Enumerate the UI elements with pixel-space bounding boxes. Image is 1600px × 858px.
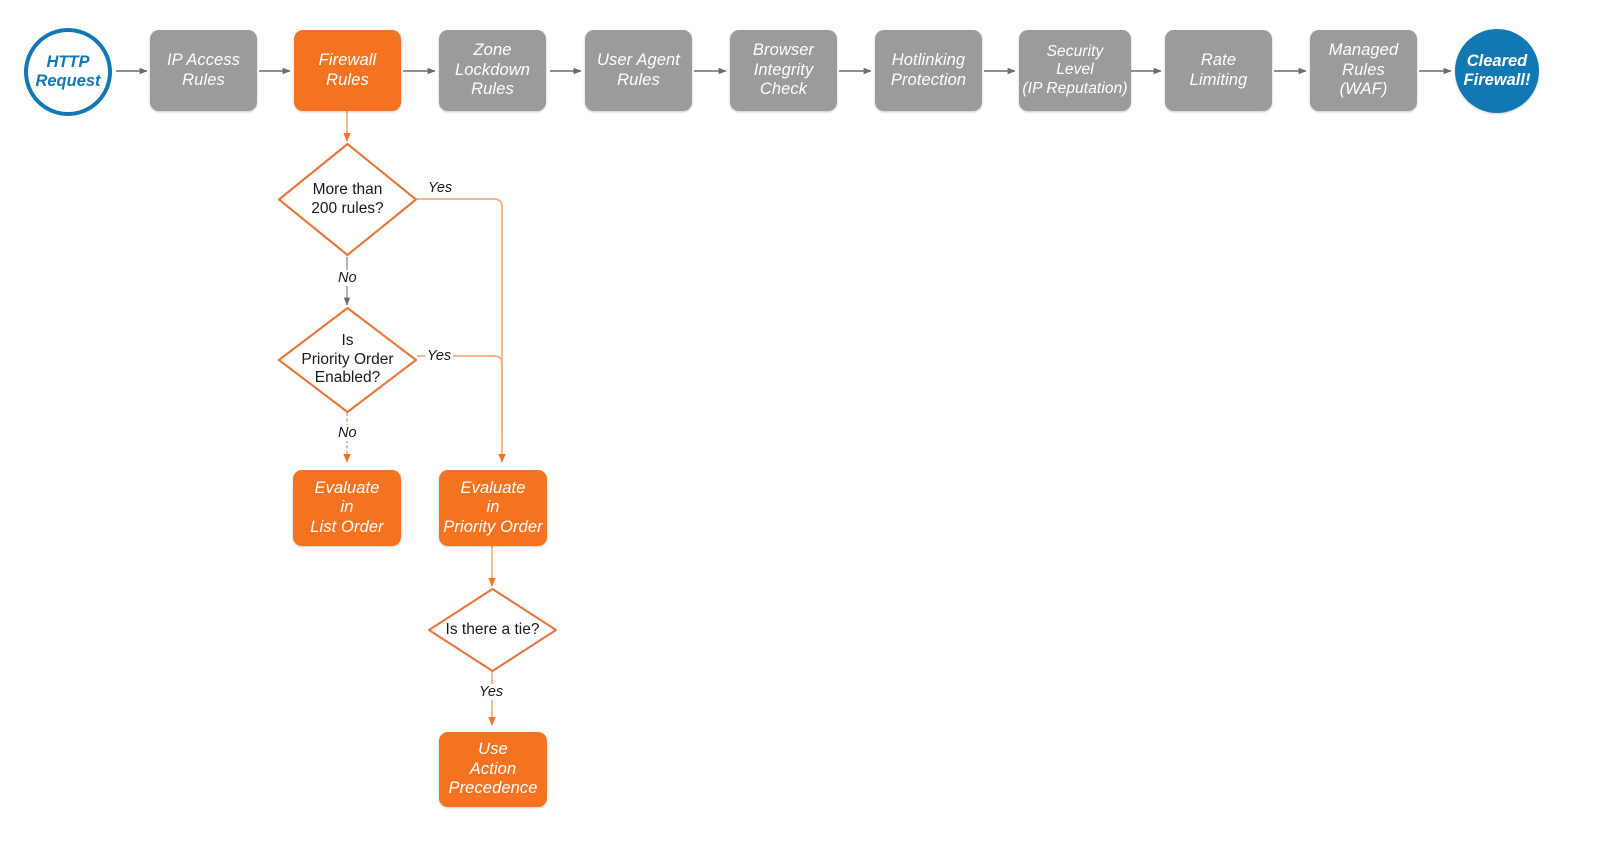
decision-more-than-200-rules-label: More than 200 rules? (311, 180, 384, 217)
node-http-request-label: HTTP Request (35, 52, 101, 90)
node-managed-rules-waf[interactable]: Managed Rules (WAF) (1310, 30, 1417, 111)
decision-priority-order-enabled-label: Is Priority Order Enabled? (301, 332, 394, 387)
node-zone-lockdown-rules[interactable]: Zone Lockdown Rules (439, 30, 546, 111)
node-zone-lockdown-rules-label: Zone Lockdown Rules (454, 41, 531, 99)
node-rate-limiting-label: Rate Limiting (1189, 51, 1248, 89)
decision-more-than-200-rules[interactable]: More than 200 rules? (277, 142, 418, 257)
edge-d2-yes (417, 355, 503, 430)
node-use-action-precedence[interactable]: Use Action Precedence (439, 732, 547, 807)
node-use-action-precedence-label: Use Action Precedence (448, 740, 538, 798)
node-hotlinking-protection[interactable]: Hotlinking Protection (875, 30, 982, 111)
node-browser-integrity-check[interactable]: Browser Integrity Check (730, 30, 837, 111)
diamond-shape-is-there-a-tie (427, 587, 558, 673)
diamond-shape-priority-order-enabled (277, 306, 418, 414)
node-http-request[interactable]: HTTP Request (24, 28, 112, 116)
node-ip-access-rules-label: IP Access Rules (166, 51, 241, 89)
node-managed-rules-waf-label: Managed Rules (WAF) (1328, 41, 1399, 99)
node-rate-limiting[interactable]: Rate Limiting (1165, 30, 1272, 111)
diamond-shape-more-than-200-rules (277, 142, 418, 257)
node-hotlinking-protection-label: Hotlinking Protection (890, 51, 967, 89)
node-firewall-rules-label: Firewall Rules (318, 51, 377, 89)
node-security-level-label: Security Level (IP Reputation) (1022, 43, 1128, 97)
node-cleared-firewall[interactable]: Cleared Firewall! (1455, 29, 1539, 113)
node-user-agent-rules-label: User Agent Rules (597, 51, 680, 89)
node-security-level[interactable]: Security Level (IP Reputation) (1019, 30, 1131, 111)
node-browser-integrity-check-label: Browser Integrity Check (752, 41, 815, 99)
decision-is-there-a-tie-label: Is there a tie? (445, 620, 540, 638)
node-evaluate-in-priority-order-label: Evaluate in Priority Order (443, 478, 543, 536)
edge-label-yes-priority-order: Yes (425, 348, 454, 364)
node-evaluate-in-list-order[interactable]: Evaluate in List Order (293, 470, 401, 546)
edge-label-no-more-than-200: No (336, 270, 359, 286)
node-evaluate-in-list-order-label: Evaluate in List Order (310, 478, 384, 536)
edge-label-yes-more-than-200: Yes (426, 180, 455, 196)
edge-d1-yes (417, 198, 506, 463)
node-cleared-firewall-label: Cleared Firewall! (1463, 51, 1531, 89)
edge-label-yes-tie: Yes (477, 684, 506, 700)
node-user-agent-rules[interactable]: User Agent Rules (585, 30, 692, 111)
edge-label-no-priority-order: No (336, 425, 359, 441)
node-firewall-rules[interactable]: Firewall Rules (294, 30, 401, 111)
node-ip-access-rules[interactable]: IP Access Rules (150, 30, 257, 111)
decision-is-there-a-tie[interactable]: Is there a tie? (427, 587, 558, 673)
node-evaluate-in-priority-order[interactable]: Evaluate in Priority Order (439, 470, 547, 546)
decision-priority-order-enabled[interactable]: Is Priority Order Enabled? (277, 306, 418, 414)
